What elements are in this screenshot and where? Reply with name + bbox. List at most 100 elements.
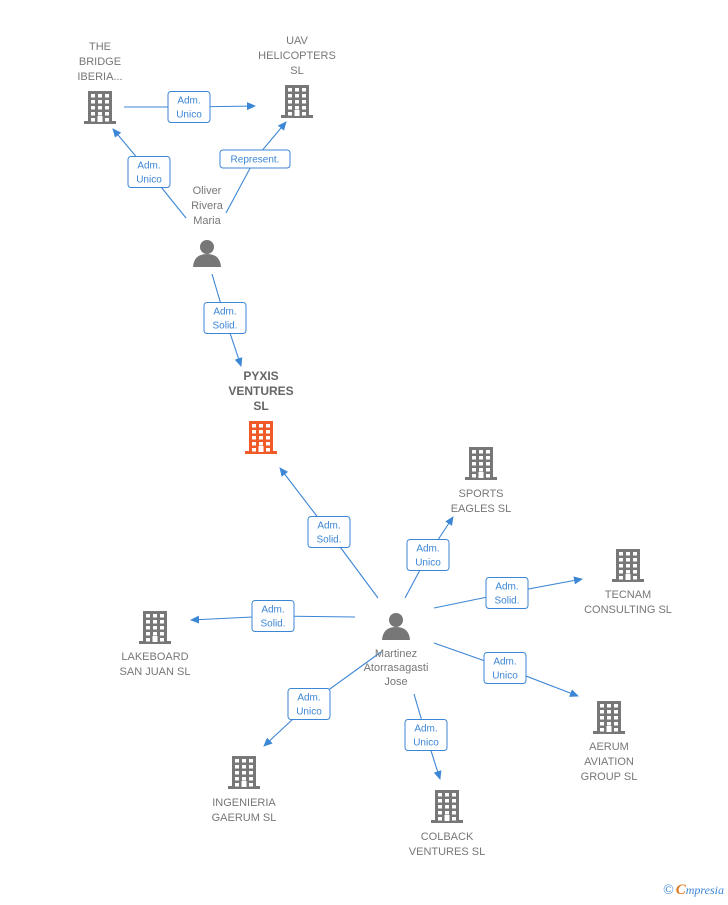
node-label: GAERUM SL: [212, 812, 277, 824]
building-icon: [281, 85, 313, 118]
building-icon: [612, 549, 644, 582]
edges-layer: Adm.UnicoAdm.UnicoRepresent.Adm.Solid.Ad…: [112, 91, 583, 780]
edge-label-text: Unico: [415, 558, 441, 569]
node-label: EAGLES SL: [451, 503, 512, 515]
edge-label-text: Adm.: [495, 582, 518, 593]
edge-label-box[interactable]: [219, 149, 291, 169]
node-label: BRIDGE: [79, 56, 121, 68]
building-icon: [593, 701, 625, 734]
edge-label-text: Adm.: [261, 605, 284, 616]
edge-label-text: Unico: [176, 110, 202, 121]
node-label: Maria: [193, 215, 221, 227]
node-lakeboard[interactable]: LAKEBOARD SAN JUAN SL: [120, 611, 191, 678]
edge-label-text: Adm.: [213, 307, 236, 318]
edge-label-text: Adm.: [317, 521, 340, 532]
node-label: Jose: [384, 676, 407, 688]
node-label: Oliver: [193, 185, 222, 197]
node-aerum[interactable]: AERUM AVIATION GROUP SL: [581, 701, 638, 783]
edge-label-box[interactable]: [406, 539, 450, 571]
building-icon: [431, 790, 463, 823]
node-sports[interactable]: SPORTS EAGLES SL: [451, 447, 512, 515]
edge-label-box[interactable]: [404, 719, 448, 751]
edge-label-text: Adm.: [137, 161, 160, 172]
node-tecnam[interactable]: TECNAM CONSULTING SL: [584, 549, 672, 616]
building-icon: [245, 421, 277, 454]
node-label: AERUM: [589, 741, 629, 753]
edge-label-box[interactable]: [167, 91, 211, 123]
edge-label-box[interactable]: [287, 688, 331, 720]
node-label: IBERIA...: [77, 71, 122, 83]
edge-oliver-to-uav: Represent.: [219, 121, 291, 214]
edge-label-box[interactable]: [307, 516, 351, 548]
node-label: INGENIERIA: [212, 797, 276, 809]
edge-label-text: Adm.: [297, 693, 320, 704]
edge-oliver-to-bridge: Adm. Unico: [112, 128, 187, 219]
brand-name: mpresia: [685, 883, 724, 897]
node-label: Martinez: [375, 648, 417, 660]
node-label: LAKEBOARD: [121, 651, 188, 663]
node-label: TECNAM: [605, 589, 651, 601]
person-icon: [193, 240, 221, 267]
edge-oliver-to-pyxis: Adm. Solid.: [203, 273, 247, 367]
building-icon: [84, 91, 116, 124]
node-uav[interactable]: UAV HELICOPTERS SL: [258, 35, 336, 118]
node-label: Atorrasagasti: [364, 662, 429, 674]
edge-label-text: Adm.: [416, 544, 439, 555]
edge-martinez-to-aerum: Adm. Unico: [433, 642, 579, 697]
node-label: Rivera: [191, 200, 224, 212]
edge-martinez-to-sports: Adm. Unico: [404, 516, 454, 599]
edge-label-text: Unico: [413, 738, 439, 749]
edge-label-text: Solid.: [316, 535, 341, 546]
edge-bridge-to-uav: Adm. Unico: [124, 91, 256, 123]
node-label: UAV: [286, 35, 308, 47]
node-label: SL: [290, 65, 303, 77]
node-colback[interactable]: COLBACK VENTURES SL: [409, 790, 485, 858]
node-label: PYXIS: [243, 369, 278, 383]
edge-martinez-to-ingenieria: Adm. Unico: [263, 651, 382, 747]
node-label: SPORTS: [458, 488, 503, 500]
node-label: SL: [253, 399, 268, 413]
edge-label-box[interactable]: [485, 577, 529, 609]
edge-label-text: Adm.: [493, 657, 516, 668]
node-label: AVIATION: [584, 756, 634, 768]
node-label: GROUP SL: [581, 771, 638, 783]
edge-label-box[interactable]: [127, 156, 171, 188]
node-label: CONSULTING SL: [584, 604, 672, 616]
edge-martinez-to-lakeboard: Adm. Solid.: [190, 600, 356, 632]
copyright-symbol: ©: [663, 883, 674, 898]
edge-label-text: Solid.: [494, 596, 519, 607]
edge-martinez-to-tecnam: Adm. Solid.: [433, 576, 583, 609]
edge-label-box[interactable]: [203, 302, 247, 334]
node-label: VENTURES SL: [409, 846, 485, 858]
nodes-layer: PYXISVENTURESSLTHEBRIDGEIBERIA...UAVHELI…: [77, 35, 672, 858]
building-icon: [228, 756, 260, 789]
edge-label-text: Unico: [296, 707, 322, 718]
edge-label-text: Solid.: [212, 321, 237, 332]
brand-initial: C: [675, 882, 686, 898]
person-icon: [382, 613, 410, 640]
building-icon: [465, 447, 497, 480]
edge-label-text: Represent.: [231, 155, 280, 166]
edge-label-text: Adm.: [414, 724, 437, 735]
brand-watermark: ©Cmpresia: [663, 882, 724, 899]
edge-label-text: Unico: [136, 175, 162, 186]
edge-martinez-to-pyxis: Adm. Solid.: [279, 467, 379, 599]
edge-label-text: Adm.: [177, 96, 200, 107]
node-label: VENTURES: [228, 384, 293, 398]
node-bridge[interactable]: THE BRIDGE IBERIA...: [77, 41, 123, 124]
edge-label-box[interactable]: [483, 652, 527, 684]
node-label: SAN JUAN SL: [120, 666, 191, 678]
node-ingenieria[interactable]: INGENIERIA GAERUM SL: [212, 756, 277, 824]
building-icon: [139, 611, 171, 644]
edge-label-text: Unico: [492, 671, 518, 682]
node-label: COLBACK: [421, 831, 474, 843]
edge-label-text: Solid.: [260, 619, 285, 630]
edge-martinez-to-colback: Adm. Unico: [404, 693, 448, 780]
node-label: THE: [89, 41, 111, 53]
edge-label-box[interactable]: [251, 600, 295, 632]
node-label: HELICOPTERS: [258, 50, 336, 62]
